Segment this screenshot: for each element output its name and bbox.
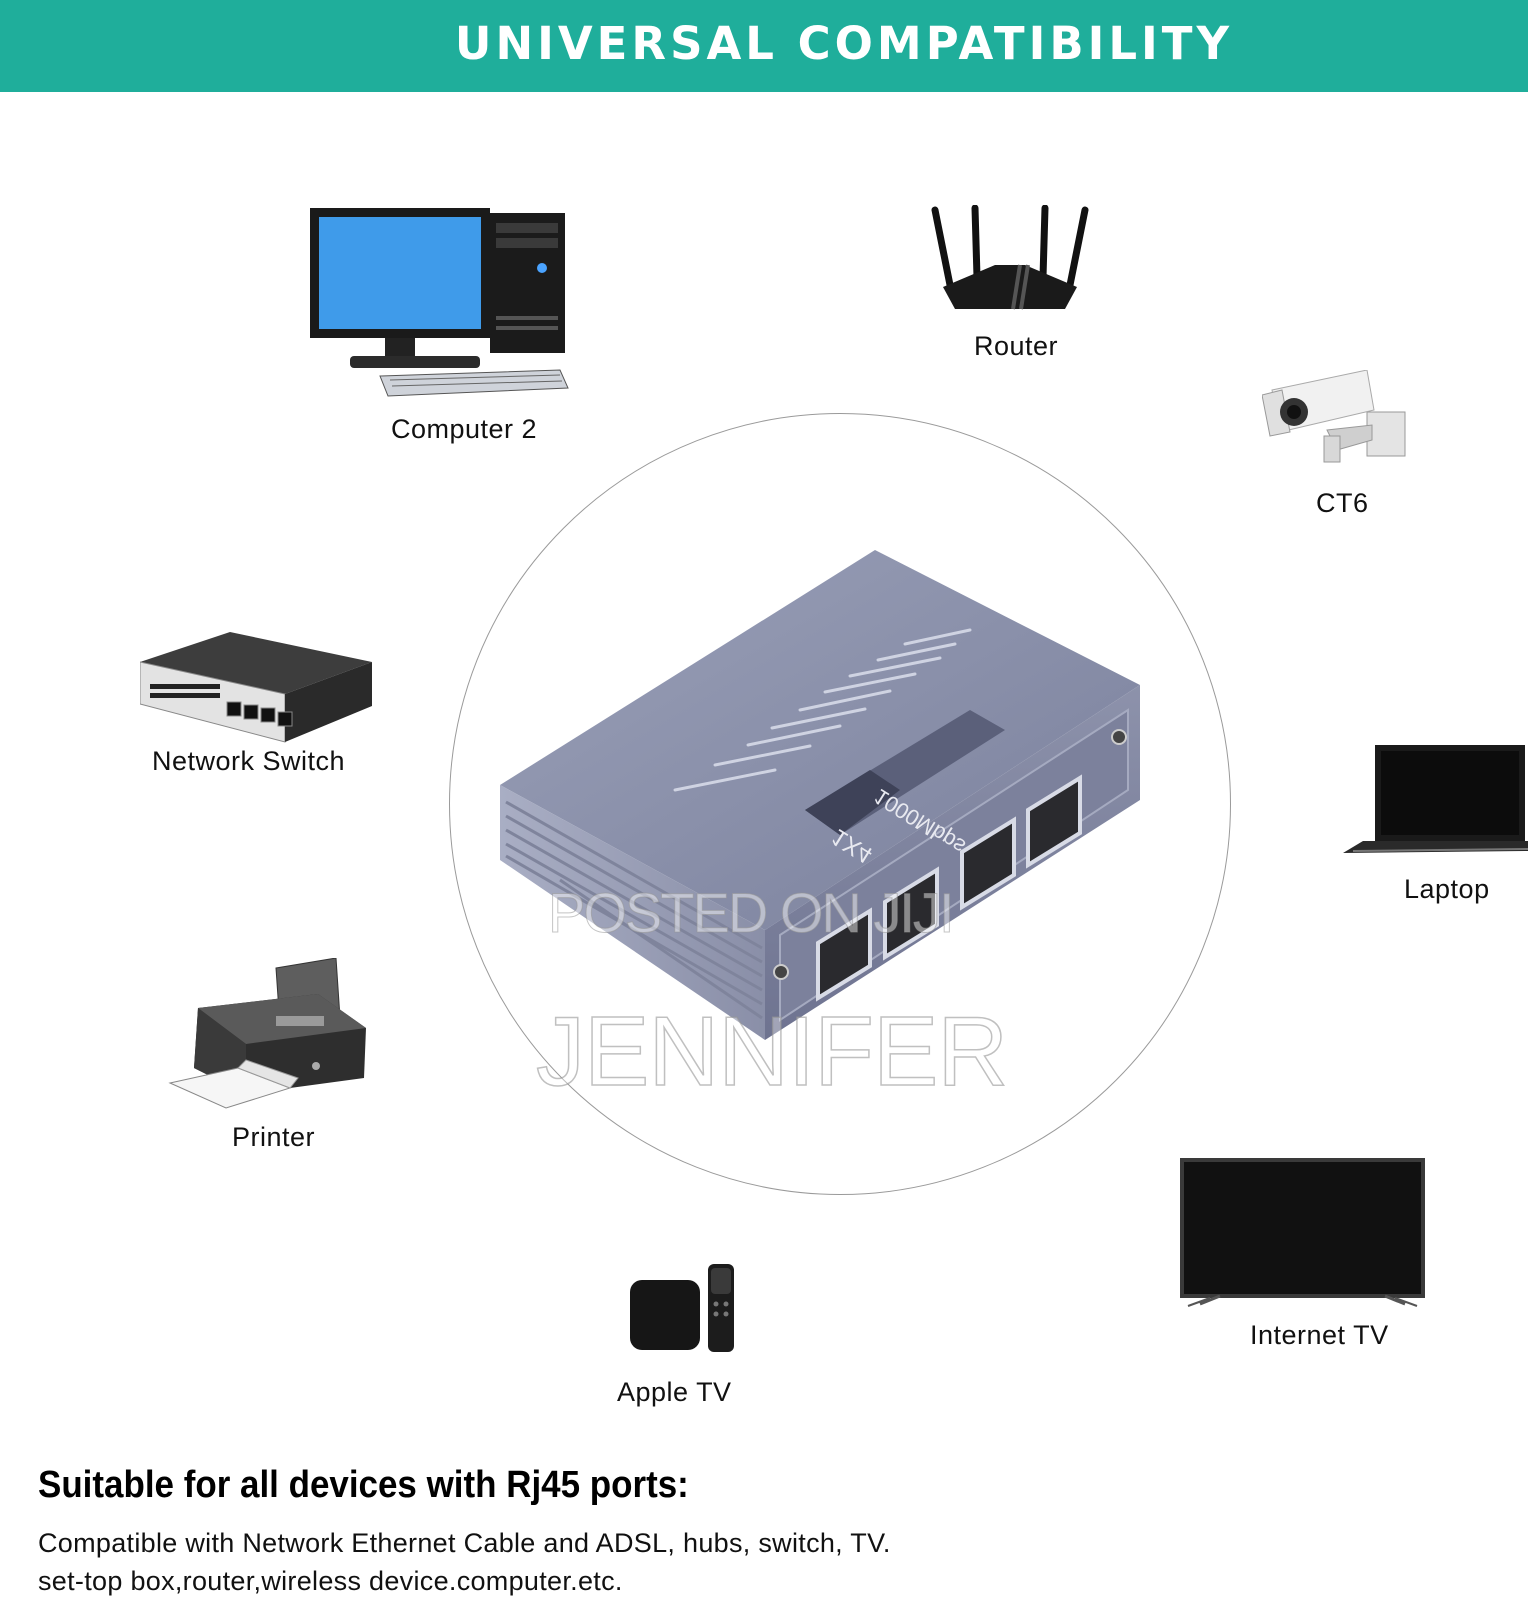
router-icon bbox=[931, 205, 1089, 310]
footer-line-2: set-top box,router,wireless device.compu… bbox=[38, 1566, 623, 1596]
internet-tv-icon bbox=[1180, 1158, 1425, 1307]
device-label-laptop: Laptop bbox=[1404, 874, 1490, 904]
header-banner: UNIVERSAL COMPATIBILITY bbox=[0, 0, 1528, 92]
network-splitter-image: 1X4 1000Mbps bbox=[500, 550, 1140, 1040]
device-label-switch: Network Switch bbox=[152, 746, 346, 776]
watermark-posted: POSTED ON JIJI bbox=[548, 881, 955, 945]
apple-tv-icon bbox=[630, 1264, 734, 1352]
cctv-camera-icon bbox=[1262, 370, 1406, 463]
network-switch-icon bbox=[140, 632, 372, 743]
device-label-cctv: CT6 bbox=[1316, 488, 1369, 518]
desktop-computer-icon bbox=[310, 208, 569, 397]
device-label-tv: Internet TV bbox=[1250, 1320, 1389, 1350]
page-title: UNIVERSAL COMPATIBILITY bbox=[454, 17, 1234, 70]
device-label-printer: Printer bbox=[232, 1122, 316, 1152]
device-label-computer: Computer 2 bbox=[391, 414, 538, 444]
product-circle bbox=[449, 413, 1231, 1195]
watermark-name: JENNIFER bbox=[535, 995, 1009, 1107]
laptop-icon bbox=[1343, 745, 1528, 853]
footer-line-1: Compatible with Network Ethernet Cable a… bbox=[38, 1528, 891, 1558]
device-label-appletv: Apple TV bbox=[617, 1377, 732, 1407]
printer-icon bbox=[168, 958, 366, 1109]
device-label-router: Router bbox=[974, 331, 1059, 361]
footer-heading: Suitable for all devices with Rj45 ports… bbox=[38, 1464, 689, 1506]
